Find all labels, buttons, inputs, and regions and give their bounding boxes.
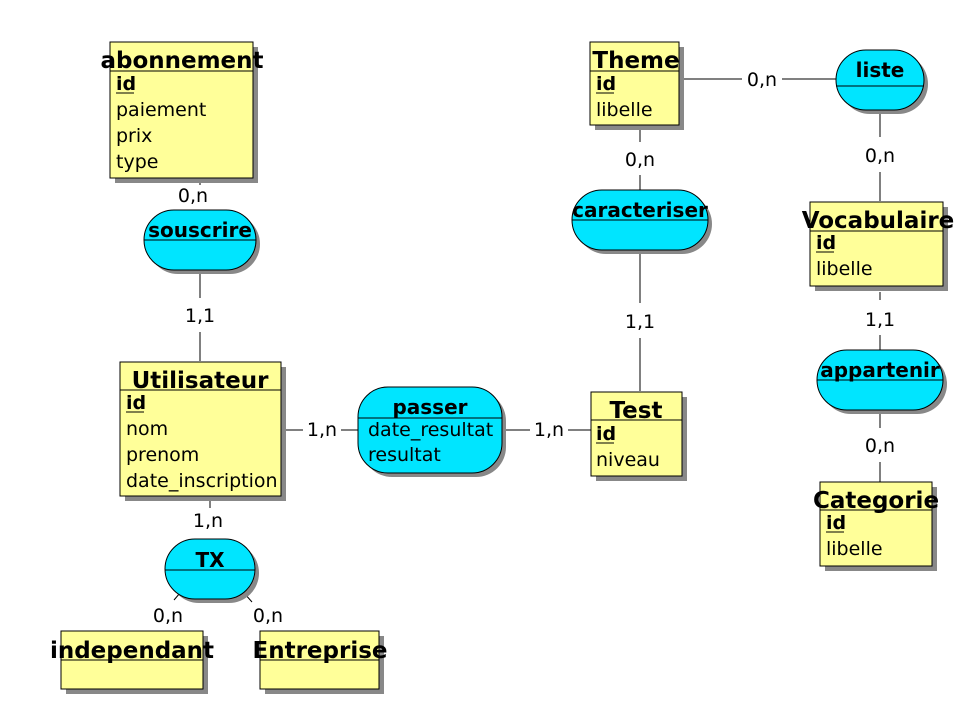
entity-box [590,391,683,477]
cardinalities: 0,n 1,1 0,n 0,n 0,n 1,1 1,1 0,n 1,n 1,n … [153,69,895,627]
entity-title: Categorie [813,488,939,514]
entity-id: id [826,512,846,534]
entity-title: independant [50,638,214,664]
cardinality-label: 0,n [747,69,777,91]
entity-box [589,41,680,126]
cardinality-label: 1,n [534,419,564,441]
cardinality-label: 0,n [153,605,183,627]
association-attribute: date_resultat [368,419,493,441]
entity-theme[interactable]: Theme id libelle [589,41,684,130]
cardinality-label: 1,n [307,419,337,441]
entity-independant[interactable]: independant [50,630,214,694]
entity-title: Test [610,398,663,424]
cardinality-label: 0,n [865,435,895,457]
entity-attribute: paiement [116,99,206,121]
entity-attribute: libelle [826,538,883,560]
entity-id: id [816,232,836,254]
association-shape [357,386,503,474]
entity-id: id [596,73,616,95]
entity-title: Theme [592,48,679,74]
association-passer[interactable]: passer date_resultat resultat [357,386,506,477]
association-appartenir[interactable]: appartenir [816,349,947,414]
entity-test[interactable]: Test id niveau [590,391,687,481]
entity-categorie[interactable]: Categorie id libelle [813,481,939,571]
entity-id: id [126,392,146,414]
association-liste[interactable]: liste [835,49,928,114]
entity-utilisateur[interactable]: Utilisateur id nom prenom date_inscripti… [119,361,286,501]
entity-entreprise[interactable]: Entreprise [252,630,388,694]
cardinality-label: 1,n [193,510,223,532]
entity-title: Vocabulaire [802,208,955,234]
entity-attribute: prenom [126,444,199,466]
association-title: souscrire [148,218,252,242]
entity-attribute: type [116,151,158,173]
association-shape [835,49,925,111]
links [173,78,881,603]
association-title: caracteriser [572,198,708,222]
entity-attribute: niveau [596,449,660,471]
entity-title: Utilisateur [132,368,270,394]
entity-attribute: date_inscription [126,470,278,492]
cardinality-label: 1,1 [185,305,215,327]
entity-abonnement[interactable]: abonnement id paiement prix type [100,41,264,183]
entity-attribute: libelle [596,99,653,121]
association-attribute: resultat [368,444,441,466]
association-title: appartenir [820,358,940,382]
entity-id: id [116,73,136,95]
entity-box [109,41,254,179]
association-title: passer [392,395,467,419]
association-title: liste [856,58,905,82]
association-shape [164,538,256,600]
entity-title: abonnement [100,48,263,74]
cardinality-label: 1,1 [865,309,895,331]
association-title: TX [195,548,225,572]
cardinality-label: 0,n [253,605,283,627]
cardinality-label: 0,n [865,145,895,167]
entity-attribute: libelle [816,258,873,280]
entity-box [119,361,282,497]
entity-id: id [596,423,616,445]
entity-vocabulaire[interactable]: Vocabulaire id libelle [802,201,955,291]
entity-attribute: prix [116,125,152,147]
association-souscrire[interactable]: souscrire [143,209,260,274]
entity-box [809,201,944,287]
entity-title: Entreprise [252,638,387,664]
entity-attribute: nom [126,418,168,440]
association-tx[interactable]: TX [164,538,259,603]
association-caracteriser[interactable]: caracteriser [571,189,712,254]
cardinality-label: 0,n [178,185,208,207]
cardinality-label: 1,1 [625,311,655,333]
entity-box [819,481,933,567]
cardinality-label: 0,n [625,149,655,171]
